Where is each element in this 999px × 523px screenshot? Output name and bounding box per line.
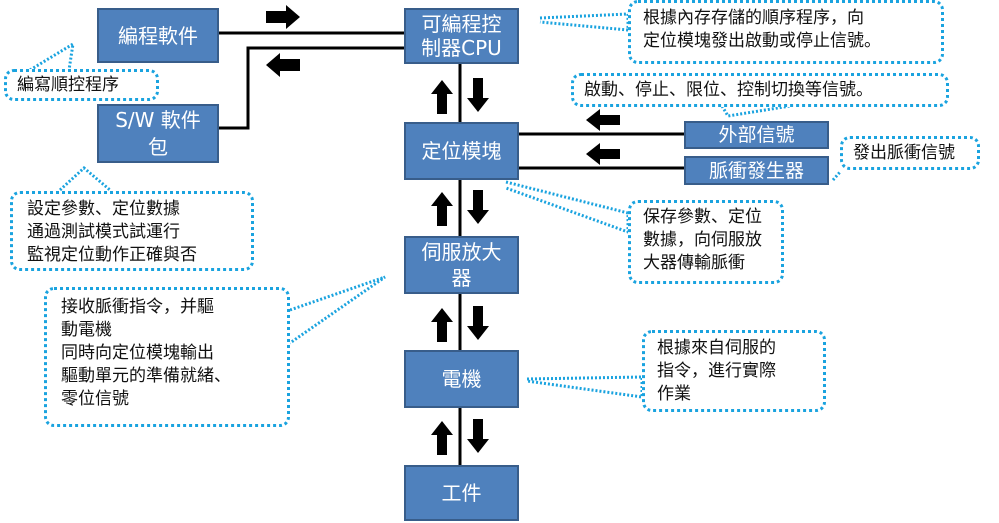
leader-servo-desc: [289, 275, 386, 345]
callout-pulse-desc: 發出脈衝信號: [840, 136, 980, 170]
line-cpu-sw: [218, 46, 404, 130]
box-motor: 電機: [404, 350, 519, 408]
callout-motor-desc: 根據來自伺服的 指令，進行實際 作業: [642, 330, 826, 412]
arrow-up-icon: [431, 308, 453, 342]
callout-plc-desc: 根據內存存儲的順序程序，向 定位模塊發出啟動或停止信號。: [628, 0, 944, 64]
bidirectional-arrow-module-servo: [431, 190, 489, 226]
arrow-right-icon: [266, 5, 300, 29]
box-servo-amplifier: 伺服放大 器: [404, 236, 519, 294]
arrow-down-icon: [467, 419, 489, 453]
bidirectional-arrow-servo-motor: [431, 306, 489, 342]
arrow-left-icon: [586, 143, 620, 165]
box-sw-package: S/W 軟件 包: [97, 104, 219, 163]
box-positioning-module: 定位模塊: [404, 122, 519, 180]
box-workpiece: 工件: [404, 465, 519, 521]
arrow-left-icon: [586, 109, 620, 131]
callout-module-desc: 保存參數、定位 數據，向伺服放 大器傳輸脈衝: [628, 200, 784, 284]
bidirectional-arrow-motor-workpiece: [431, 419, 489, 455]
leader-pulse-desc: [831, 171, 842, 181]
leader-plc-desc: [539, 12, 630, 32]
leader-motor-desc: [526, 375, 644, 399]
leader-module-desc: [505, 180, 630, 235]
arrow-up-icon: [431, 192, 453, 226]
bidirectional-arrow-cpu-module: [431, 78, 489, 114]
box-external-signal: 外部信號: [684, 121, 829, 149]
box-programming-software: 編程軟件: [97, 8, 219, 63]
arrow-down-icon: [467, 78, 489, 112]
callout-write-program: 編寫順控程序: [4, 69, 159, 101]
arrow-left-icon: [266, 53, 300, 77]
arrow-down-icon: [467, 190, 489, 224]
callout-signals-desc: 啟動、停止、限位、控制切換等信號。: [571, 73, 949, 107]
leader-signals-desc: [720, 104, 791, 118]
box-plc-cpu: 可編程控 制器CPU: [404, 8, 519, 64]
arrow-down-icon: [467, 306, 489, 340]
leader-write-program: [29, 41, 75, 72]
callout-servo-desc: 接收脈衝指令，并驅 動電機 同時向定位模塊輸出 驅動單元的準備就緒、 零位信號: [44, 287, 290, 427]
arrow-up-icon: [431, 80, 453, 114]
callout-sw-desc: 設定參數、定位數據 通過測試模式試運行 監視定位動作正確與否: [10, 191, 254, 271]
arrow-up-icon: [431, 421, 453, 455]
box-pulse-generator: 脈衝發生器: [684, 156, 829, 185]
leader-sw-desc: [58, 166, 111, 192]
